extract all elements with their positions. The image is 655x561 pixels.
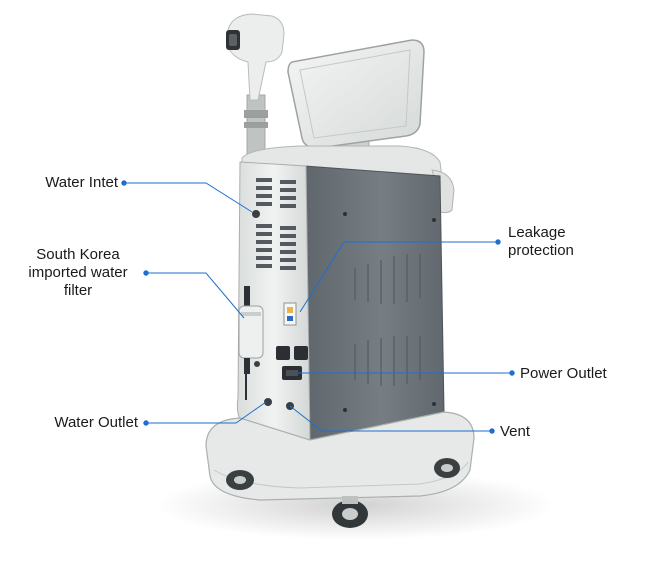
water-filter-canister	[238, 286, 264, 400]
power-outlet-sockets	[276, 346, 308, 380]
water-outlet-port	[264, 398, 272, 406]
leader-leakage-protection	[299, 241, 498, 313]
label-leakage-line1: Leakage	[508, 224, 566, 241]
label-vent: Vent	[500, 423, 531, 440]
label-water-filter-line1: South Korea	[36, 246, 120, 263]
rear-vent-slots	[256, 178, 296, 270]
label-leakage-line2: protection	[508, 242, 574, 259]
side-vent-grille	[354, 254, 421, 386]
machine-base	[205, 411, 475, 501]
label-water-filter: South Korea imported water filter	[12, 246, 144, 300]
leakage-protection-switch	[283, 302, 297, 326]
laser-handpiece	[226, 13, 285, 101]
caster-wheels	[226, 458, 460, 528]
gray-side-panel	[304, 165, 445, 441]
water-inlet-fitting	[252, 210, 260, 218]
label-leakage-protection: Leakage protection	[508, 224, 628, 260]
label-water-filter-line2: imported water	[28, 264, 128, 281]
label-water-outlet: Water Outlet	[54, 414, 138, 431]
label-water-filter-line3: filter	[63, 282, 93, 299]
leader-water-filter	[146, 272, 245, 319]
leader-water-inlet	[124, 182, 253, 213]
leader-water-outlet	[146, 401, 267, 424]
label-power-outlet: Power Outlet	[520, 365, 607, 382]
label-water-inlet: Water Intet	[45, 174, 118, 191]
touch-screen	[287, 39, 425, 149]
leader-vent	[289, 405, 492, 432]
